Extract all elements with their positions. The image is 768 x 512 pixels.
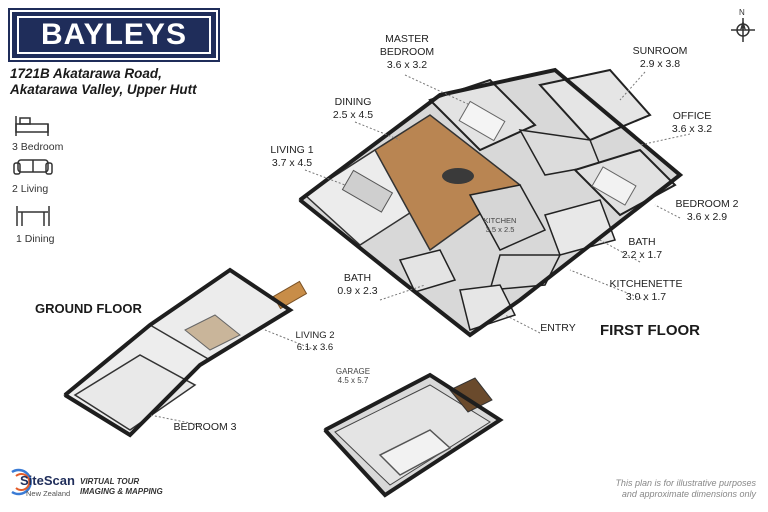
small-bath-floor [398, 249, 457, 293]
sitescan-logo-mark [11, 468, 32, 496]
ground-floor-plan [63, 267, 308, 438]
label-sunroom: SUNROOM 2.9 x 3.8 [632, 45, 688, 70]
bed-icon [15, 116, 49, 136]
logo-text: BAYLEYS [17, 16, 211, 54]
label-bedroom-3: BEDROOM 3 [173, 421, 237, 433]
dining-icon [16, 206, 50, 226]
first-floor-title: FIRST FLOOR [600, 322, 700, 339]
woodpile [449, 377, 493, 413]
label-bath-small: BATH 0.9 x 2.3 [337, 272, 378, 297]
label-living-1: LIVING 1 3.7 x 4.5 [270, 144, 314, 169]
label-bedroom-2: BEDROOM 2 3.6 x 2.9 [675, 198, 739, 223]
label-master-bedroom: MASTER BEDROOM 3.6 x 3.2 [379, 33, 435, 71]
feature-living: 2 Living [12, 183, 49, 195]
address-line-2: Akatarawa Valley, Upper Hutt [10, 82, 197, 97]
feature-dining: 1 Dining [16, 233, 55, 245]
label-dining: DINING 2.5 x 4.5 [332, 96, 374, 121]
sofa-icon [13, 159, 53, 175]
compass-rose [731, 18, 755, 42]
first-floor-plan [298, 67, 684, 338]
label-kitchen: KITCHEN 3.5 x 2.5 [483, 216, 517, 234]
entry-floor [459, 284, 517, 331]
label-office: OFFICE 3.6 x 3.2 [671, 110, 713, 135]
label-entry: ENTRY [540, 322, 576, 334]
garage-plan [323, 372, 504, 498]
disclaimer: This plan is for illustrative purposes a… [615, 478, 756, 499]
label-garage: GARAGE 4.5 x 5.7 [335, 367, 371, 385]
leader-lines [149, 71, 691, 426]
label-living-2: LIVING 2 6.1 x 3.6 [295, 330, 335, 353]
bedroom3-floor [73, 354, 197, 431]
address-line-1: 1721B Akatarawa Road, [10, 66, 162, 81]
sitescan-brand: SiteScan [20, 473, 75, 488]
rug [184, 314, 241, 351]
label-bath-first: BATH 2.2 x 1.7 [621, 236, 663, 261]
sitescan-tagline: VIRTUAL TOUR IMAGING & MAPPING [80, 477, 163, 496]
feature-bedrooms: 3 Bedroom [12, 141, 64, 153]
sitescan-subbrand: New Zealand [26, 489, 71, 498]
compass-north-label: N [739, 8, 745, 17]
kitchen-floor [468, 184, 547, 251]
car [378, 429, 452, 476]
bayleys-logo: BAYLEYS [8, 8, 220, 62]
ground-floor-title: GROUND FLOOR [35, 301, 142, 316]
label-kitchenette: KITCHENETTE 3.0 x 1.7 [609, 278, 683, 303]
property-address: 1721B Akatarawa Road, Akatarawa Valley, … [10, 66, 197, 98]
